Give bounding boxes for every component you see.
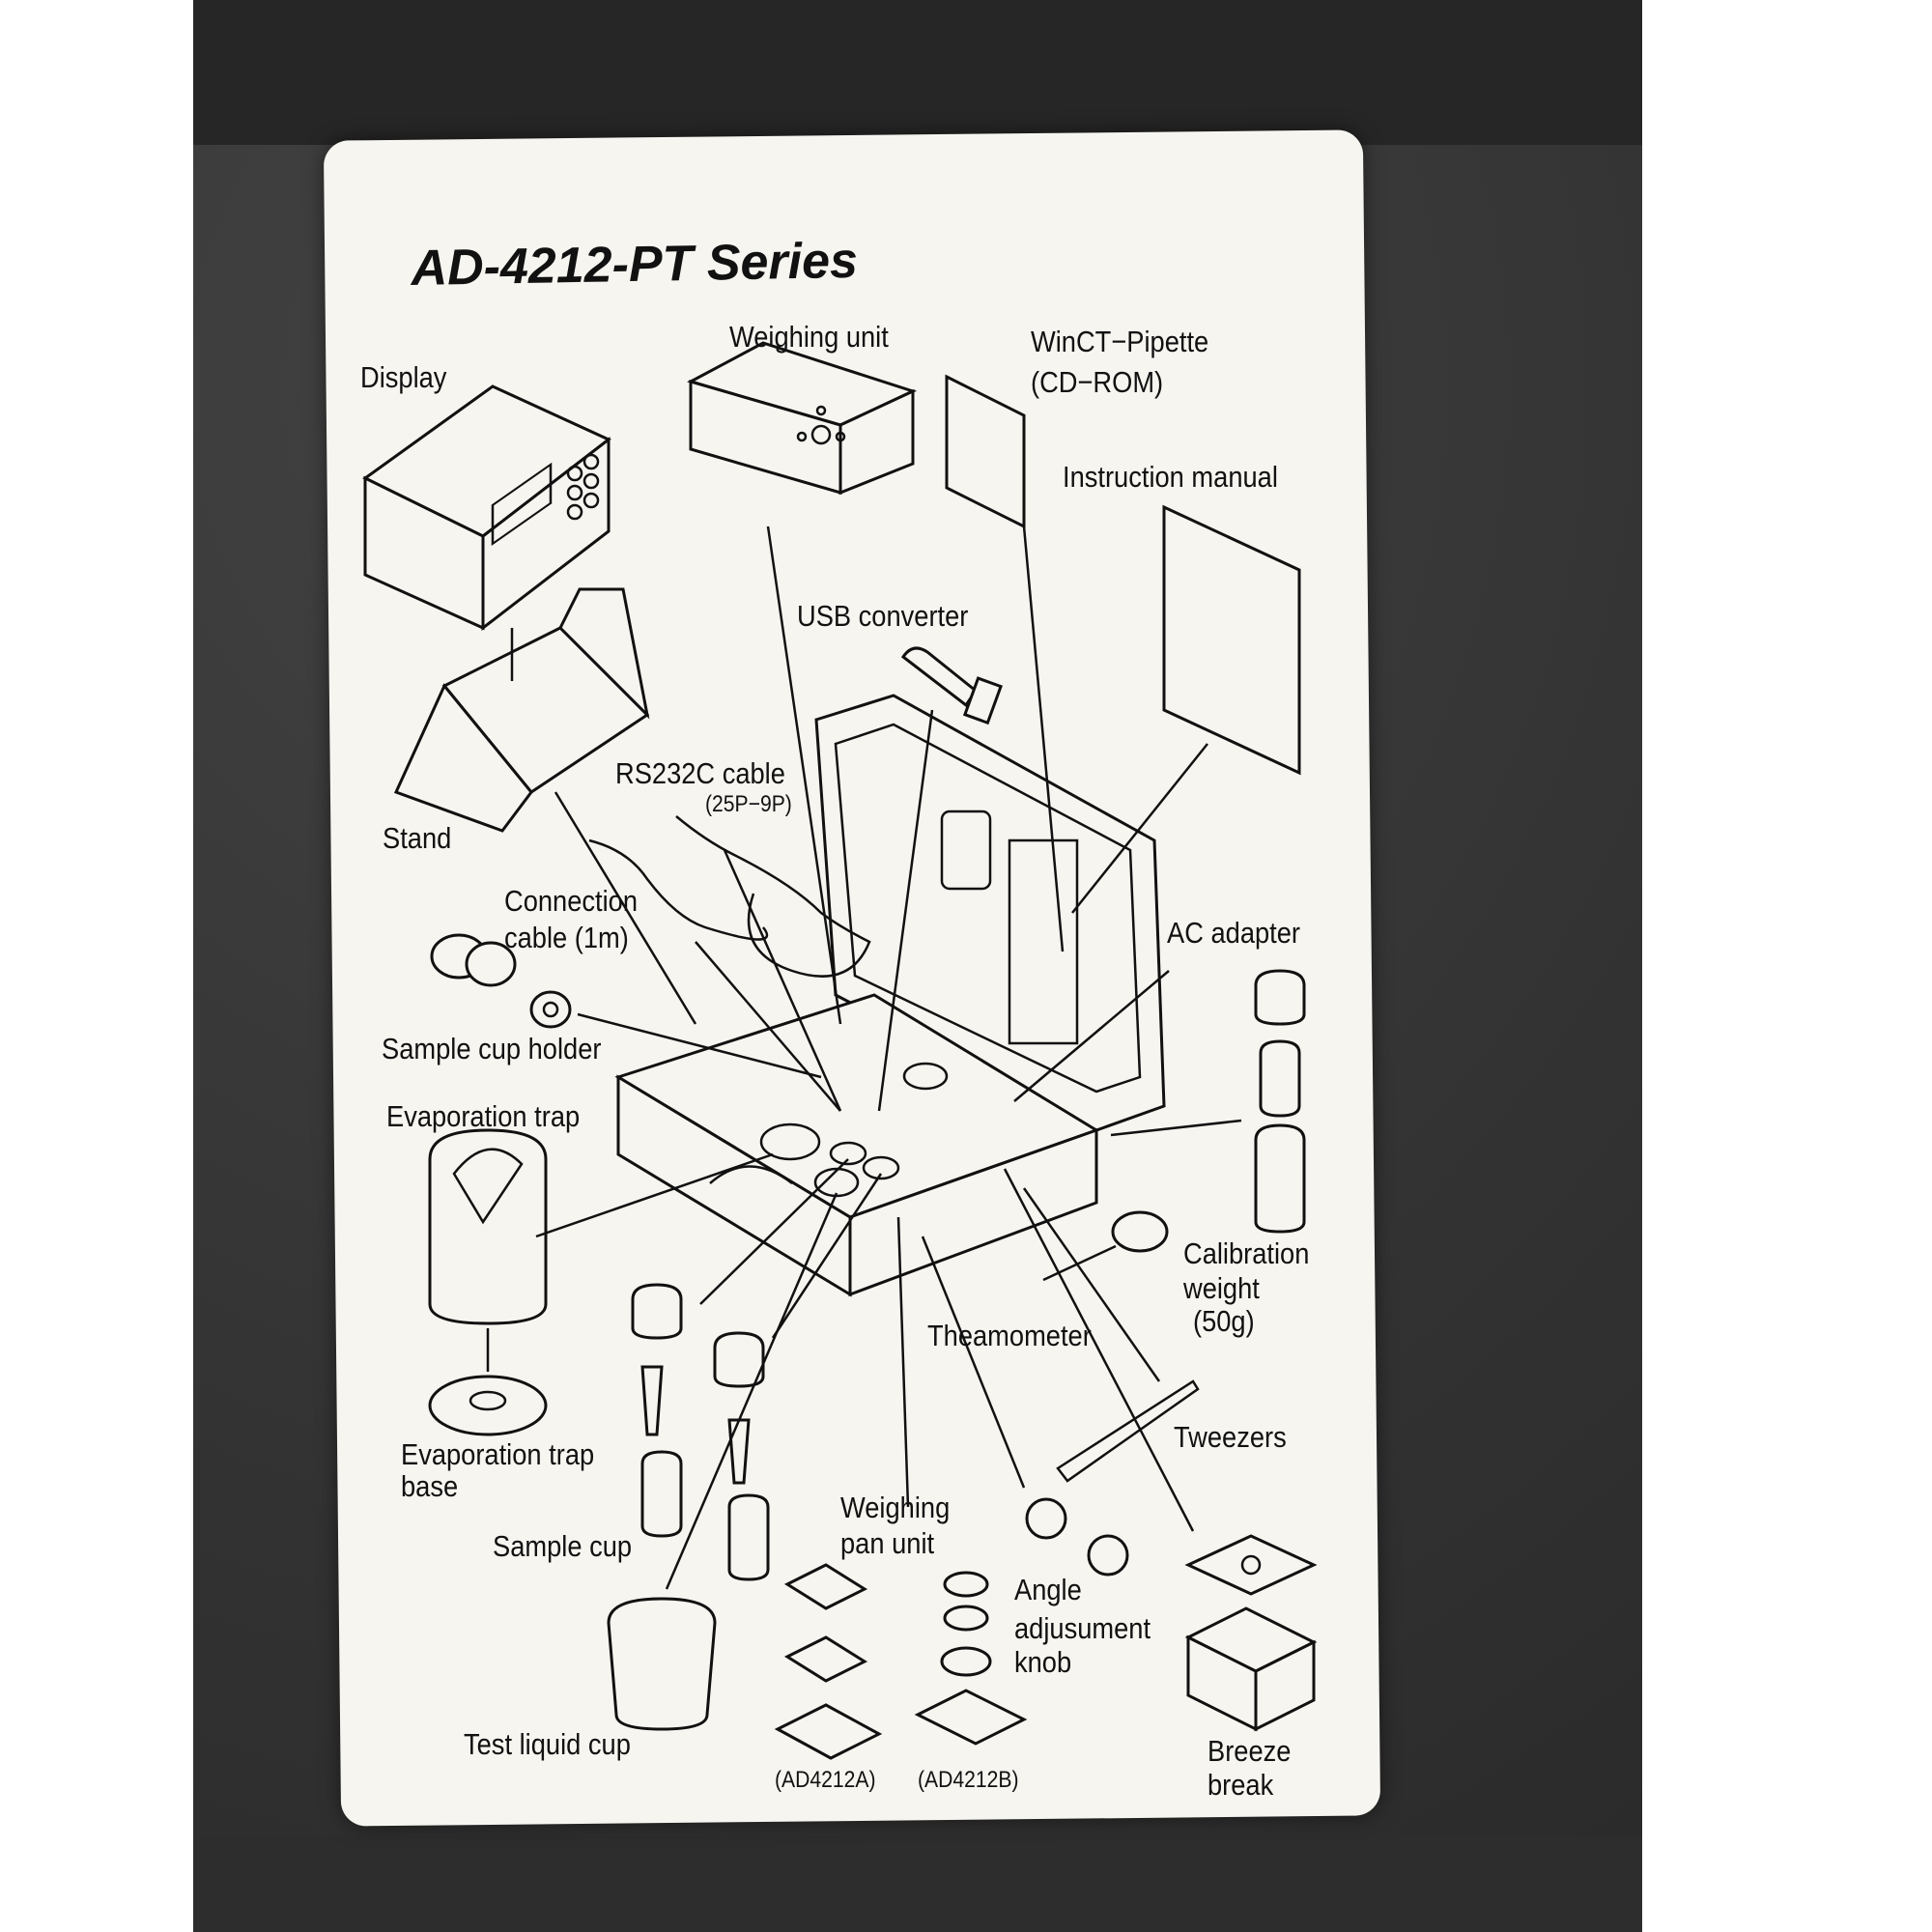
display-illustration [362,384,611,632]
label-sample-cup: Sample cup [493,1529,633,1563]
label-evap-base-line1: Evaporation trap [401,1437,595,1471]
evaporation-trap-illustration [428,1128,548,1436]
label-theamometer: Theamometer [927,1319,1092,1352]
label-instruction-manual: Instruction manual [1063,460,1278,494]
label-calibration-line3: (50g) [1193,1304,1255,1338]
label-calibration-line1: Calibration [1183,1236,1310,1270]
label-sample-cup-holder: Sample cup holder [382,1032,602,1065]
page-title: AD-4212-PT Series [411,232,859,297]
tweezers-illustration [1056,1379,1200,1483]
test-liquid-cup-illustration [607,1597,717,1731]
label-angle-line1: Angle [1014,1573,1082,1606]
label-usb-converter: USB converter [797,599,969,633]
thermometer-illustration [1042,1210,1169,1282]
label-weighing-pan-line1: Weighing [840,1491,951,1524]
stand-illustration [393,587,650,833]
foam-bottom [193,1835,1642,1932]
label-rs232c-cable: RS232C cable [615,756,785,790]
label-angle-line2: adjusument [1014,1611,1151,1645]
connection-cable-illustration [588,838,769,941]
label-model-b: (AD4212B) [918,1767,1019,1793]
label-winct-line1: WinCT−Pipette [1031,325,1209,358]
label-weighing-unit: Weighing unit [729,320,889,354]
leader-lines [486,526,1242,1590]
label-model-a: (AD4212A) [775,1767,876,1793]
weighing-pan-unit-illustration [774,1563,1028,1760]
label-angle-line3: knob [1014,1645,1072,1679]
label-connection-line2: cable (1m) [504,921,629,954]
label-stand: Stand [383,821,452,855]
label-rs232c-sub: (25P−9P) [705,791,792,817]
label-connection-line1: Connection [504,884,639,918]
foam-top [193,0,1642,145]
sample-cup-holder-illustration [430,933,572,1029]
angle-adjustment-knob-illustration [1025,1497,1129,1577]
label-evaporation-trap: Evaporation trap [386,1099,581,1133]
label-test-liquid-cup: Test liquid cup [464,1727,631,1761]
usb-converter-illustration [900,646,1003,725]
label-display: Display [360,360,447,394]
calibration-weight-illustration [1254,969,1306,1234]
cd-rom-illustration [945,374,1026,529]
weighing-unit-illustration [687,341,918,496]
label-winct-line2: (CD−ROM) [1031,365,1164,399]
label-tweezers: Tweezers [1174,1420,1287,1454]
label-ac-adapter: AC adapter [1167,916,1301,950]
label-weighing-pan-line2: pan unit [840,1526,935,1560]
sample-cups-illustration [631,1283,770,1581]
label-evap-base-line2: base [401,1469,459,1503]
breeze-break-illustration [1184,1534,1318,1732]
label-breeze-line2: break [1208,1768,1274,1802]
instruction-manual-illustration [1162,504,1301,776]
label-calibration-line2: weight [1183,1271,1260,1305]
label-breeze-line1: Breeze [1208,1734,1292,1768]
carrying-case-illustration [614,694,1166,1297]
